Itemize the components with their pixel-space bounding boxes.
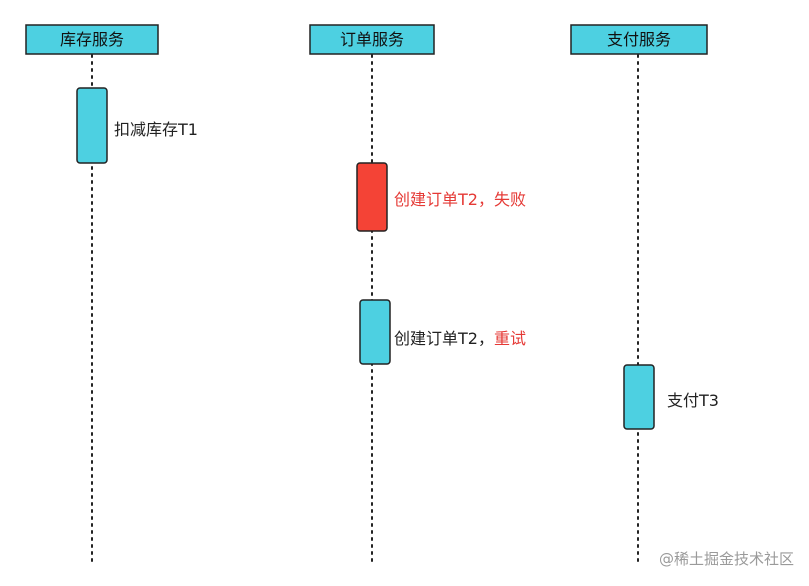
deduct-inventory-label: 扣减库存T1: [114, 120, 198, 139]
order-lane-title: 订单服务: [340, 30, 404, 49]
create-order-failed-activation: [356, 162, 388, 232]
inventory-lane-header: 库存服务: [25, 24, 159, 55]
create-order-failed-label: 创建订单T2，失败: [394, 190, 526, 209]
deduct-inventory-activation: [76, 87, 108, 164]
create-order-retry-label-highlight: 重试: [494, 329, 526, 348]
pay-activation: [623, 364, 655, 430]
order-lane-header: 订单服务: [309, 24, 435, 55]
create-order-retry-activation: [359, 299, 391, 365]
create-order-retry-label-prefix: 创建订单T2，: [394, 329, 494, 348]
payment-lane-title: 支付服务: [607, 30, 671, 49]
pay-label: 支付T3: [667, 391, 719, 410]
inventory-lane-title: 库存服务: [60, 30, 124, 49]
create-order-retry-label: 创建订单T2，重试: [394, 329, 526, 348]
payment-lane-header: 支付服务: [570, 24, 708, 55]
watermark-text: @稀土掘金技术社区: [659, 550, 794, 568]
